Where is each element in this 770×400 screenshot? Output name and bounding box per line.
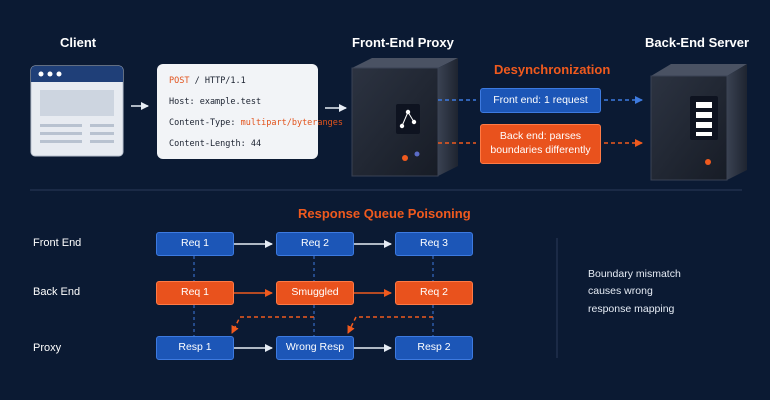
client-browser-icon: [30, 65, 124, 157]
proxy-resp-1: Resp 1: [156, 336, 234, 360]
note-line-2: causes wrong: [588, 285, 653, 298]
row-connectors: [193, 256, 434, 336]
note-line-3: response mapping: [588, 302, 675, 315]
client-label: Client: [60, 35, 97, 50]
queue-poisoning-title: Response Queue Poisoning: [298, 206, 471, 221]
be-smuggled: Smuggled: [276, 281, 354, 305]
content-length-header: Content-Length: 44: [169, 139, 262, 149]
content-type-header: Content-Type: multipart/byteranges: [169, 118, 343, 128]
request-line-rest: / HTTP/1.1: [189, 76, 246, 86]
mismatch-note: Boundary mismatch causes wrong response …: [588, 266, 681, 318]
backend-server-icon: [650, 64, 747, 181]
misroute-arrows: [231, 316, 433, 334]
note-line-1: Boundary mismatch: [588, 268, 681, 280]
fe-req-1: Req 1: [156, 232, 234, 256]
content-type-key: Content-Type:: [169, 118, 241, 128]
row-label-proxy: Proxy: [33, 342, 62, 354]
row-label-front-end: Front End: [33, 237, 82, 249]
fe-req-2: Req 2: [276, 232, 354, 256]
host-header: Host: example.test: [169, 97, 262, 107]
proxy-resp-2: Resp 2: [395, 336, 473, 360]
back-end-parse-box: Back end: parses boundaries differently: [480, 124, 601, 164]
row-label-back-end: Back End: [33, 286, 81, 298]
request-method: POST: [169, 76, 190, 86]
fe-req-3: Req 3: [395, 232, 473, 256]
server-label: Back-End Server: [645, 35, 750, 50]
proxy-wrong-resp: Wrong Resp: [276, 336, 354, 360]
desync-label: Desynchronization: [494, 62, 611, 77]
back-end-parse-line2: boundaries differently: [490, 144, 591, 156]
http-request-card: POST / HTTP/1.1 Host: example.test Conte…: [157, 64, 343, 159]
content-type-value: multipart/byteranges: [240, 118, 344, 128]
be-req-1: Req 1: [156, 281, 234, 305]
back-end-parse-line1: Back end: parses: [499, 130, 582, 143]
front-end-request-box: Front end: 1 request: [480, 88, 601, 113]
proxy-server-icon: [351, 58, 458, 177]
request-line: POST / HTTP/1.1: [169, 76, 246, 86]
proxy-label: Front-End Proxy: [352, 35, 454, 50]
be-req-2: Req 2: [395, 281, 473, 305]
